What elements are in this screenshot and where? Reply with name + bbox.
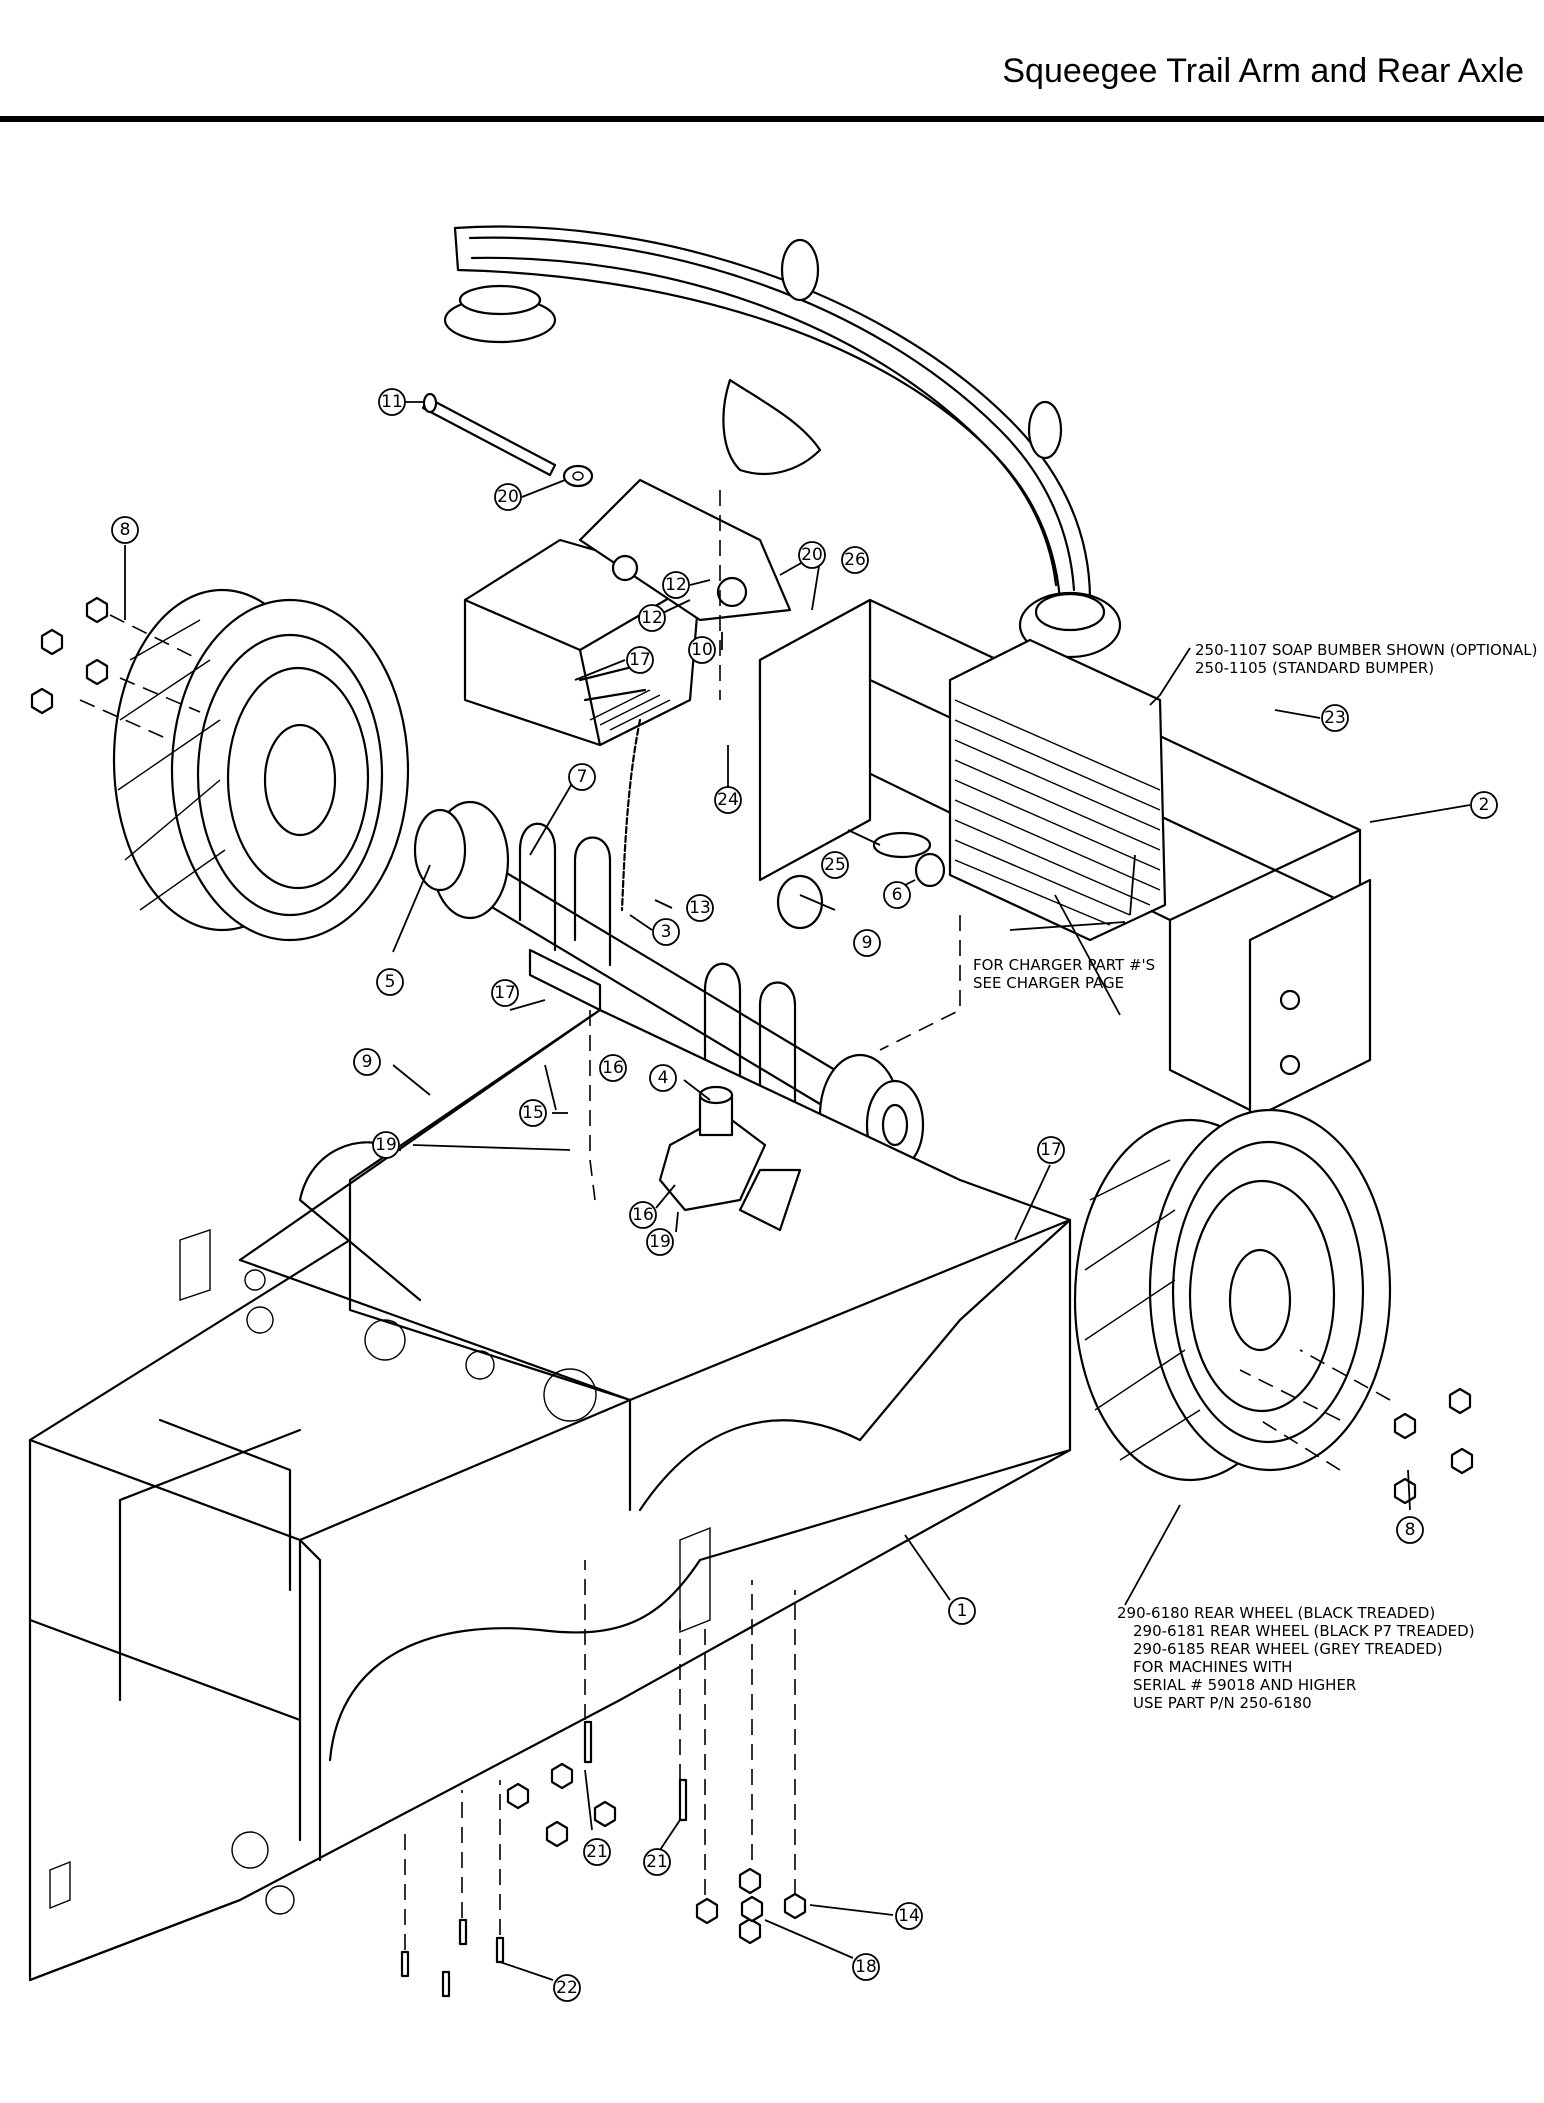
svg-text:20: 20 xyxy=(497,487,519,507)
svg-text:18: 18 xyxy=(855,1957,877,1977)
note-wheel-1: 290-6180 REAR WHEEL (BLACK TREADED) xyxy=(1117,1604,1435,1622)
svg-text:2: 2 xyxy=(1479,795,1490,815)
pivot-pin xyxy=(421,392,594,488)
note-wheel-6: USE PART P/N 250-6180 xyxy=(1133,1694,1312,1712)
svg-text:17: 17 xyxy=(629,650,651,670)
title-rule xyxy=(0,116,1544,122)
svg-text:17: 17 xyxy=(494,983,516,1003)
svg-text:16: 16 xyxy=(602,1058,624,1078)
callout-19: 19 xyxy=(372,1131,400,1159)
trail-arm-mount xyxy=(463,478,792,747)
svg-text:19: 19 xyxy=(649,1232,671,1252)
callout-18: 18 xyxy=(852,1953,880,1981)
callout-21: 21 xyxy=(643,1848,671,1876)
callout-23: 23 xyxy=(1321,704,1349,732)
rear-bumper xyxy=(758,598,1372,1122)
note-charger-2: SEE CHARGER PAGE xyxy=(973,974,1124,992)
callout-17: 17 xyxy=(1037,1136,1065,1164)
svg-text:20: 20 xyxy=(801,545,823,565)
svg-text:17: 17 xyxy=(1040,1140,1062,1160)
note-charger-1: FOR CHARGER PART #'S xyxy=(973,956,1155,974)
callout-20: 20 xyxy=(494,483,522,511)
callout-12: 12 xyxy=(638,604,666,632)
pivot-bracket xyxy=(658,1085,802,1232)
callout-25: 25 xyxy=(821,851,849,879)
svg-text:14: 14 xyxy=(898,1906,920,1926)
svg-text:13: 13 xyxy=(689,898,711,918)
callout-24: 24 xyxy=(714,786,742,814)
svg-text:24: 24 xyxy=(717,790,739,810)
callout-12: 12 xyxy=(662,571,690,599)
svg-text:12: 12 xyxy=(665,575,687,595)
note-wheel-4: FOR MACHINES WITH xyxy=(1133,1658,1292,1676)
page-title: Squeegee Trail Arm and Rear Axle xyxy=(1002,52,1524,90)
svg-text:1: 1 xyxy=(957,1601,968,1621)
note-bumper-2: 250-1105 (STANDARD BUMPER) xyxy=(1195,659,1434,677)
svg-text:23: 23 xyxy=(1324,708,1346,728)
assembly-lines xyxy=(79,490,1391,1471)
svg-text:12: 12 xyxy=(641,608,663,628)
note-wheel-3: 290-6185 REAR WHEEL (GREY TREADED) xyxy=(1133,1640,1443,1658)
svg-text:21: 21 xyxy=(646,1852,668,1872)
callout-19: 19 xyxy=(646,1228,674,1256)
svg-text:26: 26 xyxy=(844,550,866,570)
svg-text:5: 5 xyxy=(385,972,396,992)
callout-16: 16 xyxy=(629,1201,657,1229)
callout-20: 20 xyxy=(798,541,826,569)
right-wheel xyxy=(1073,1108,1392,1482)
svg-text:4: 4 xyxy=(658,1068,669,1088)
callout-16: 16 xyxy=(599,1054,627,1082)
callout-15: 15 xyxy=(519,1099,547,1127)
callout-5: 5 xyxy=(376,968,404,996)
callout-13: 13 xyxy=(686,894,714,922)
note-wheel-5: SERIAL # 59018 AND HIGHER xyxy=(1133,1676,1356,1694)
callout-26: 26 xyxy=(841,546,869,574)
svg-text:8: 8 xyxy=(1405,1520,1416,1540)
callout-2: 2 xyxy=(1470,791,1498,819)
note-bumper-1: 250-1107 SOAP BUMBER SHOWN (OPTIONAL) xyxy=(1195,641,1538,659)
callout-3: 3 xyxy=(652,918,680,946)
svg-text:6: 6 xyxy=(892,885,903,905)
callout-21: 21 xyxy=(583,1838,611,1866)
svg-text:3: 3 xyxy=(661,922,672,942)
svg-text:15: 15 xyxy=(522,1103,544,1123)
squeegee-assembly xyxy=(443,225,1122,659)
leader-lines xyxy=(124,401,1471,1981)
callout-7: 7 xyxy=(568,763,596,791)
svg-text:25: 25 xyxy=(824,855,846,875)
chassis-frame xyxy=(28,1008,1072,1982)
svg-text:21: 21 xyxy=(586,1842,608,1862)
svg-text:22: 22 xyxy=(556,1978,578,1998)
callout-4: 4 xyxy=(649,1064,677,1092)
callout-11: 11 xyxy=(378,388,406,416)
svg-text:16: 16 xyxy=(632,1205,654,1225)
callout-9: 9 xyxy=(353,1048,381,1076)
left-wheel xyxy=(112,588,410,942)
note-wheel-2: 290-6181 REAR WHEEL (BLACK P7 TREADED) xyxy=(1133,1622,1475,1640)
callout-1: 1 xyxy=(948,1597,976,1625)
svg-text:7: 7 xyxy=(577,767,588,787)
svg-text:10: 10 xyxy=(691,640,713,660)
callout-6: 6 xyxy=(883,881,911,909)
callout-17: 17 xyxy=(491,979,519,1007)
callout-8: 8 xyxy=(1396,1516,1424,1544)
svg-text:11: 11 xyxy=(381,392,403,412)
svg-text:19: 19 xyxy=(375,1135,397,1155)
callout-8: 8 xyxy=(111,516,139,544)
bottom-hardware xyxy=(400,1560,807,1998)
callout-10: 10 xyxy=(688,636,716,664)
callout-14: 14 xyxy=(895,1902,923,1930)
callout-17: 17 xyxy=(626,646,654,674)
callout-9: 9 xyxy=(853,929,881,957)
svg-text:9: 9 xyxy=(862,933,873,953)
svg-text:8: 8 xyxy=(120,520,131,540)
svg-text:9: 9 xyxy=(362,1052,373,1072)
callout-22: 22 xyxy=(553,1974,581,2002)
chain xyxy=(620,718,642,912)
